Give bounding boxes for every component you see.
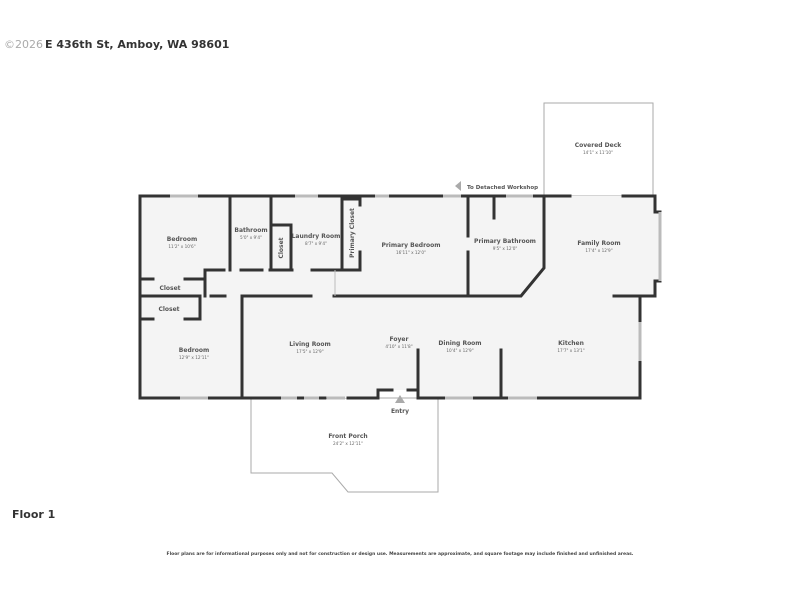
svg-text:5'0" x 9'4": 5'0" x 9'4" [240, 235, 262, 240]
svg-text:Living Room: Living Room [289, 341, 331, 348]
svg-text:17'7" x 13'1": 17'7" x 13'1" [557, 348, 584, 353]
room-kitchen: Kitchen 17'7" x 13'1" [557, 340, 584, 353]
floor-label: Floor 1 [12, 508, 56, 521]
room-bedroom-1: Bedroom 11'2" x 10'6" [167, 236, 197, 249]
room-dining-room: Dining Room 10'4" x 12'9" [438, 340, 481, 353]
svg-text:Bedroom: Bedroom [179, 347, 209, 354]
entry-label: Entry [391, 408, 409, 415]
room-primary-bedroom: Primary Bedroom 16'11" x 12'0" [381, 242, 440, 255]
room-laundry-closet: Closet [278, 237, 285, 258]
svg-text:Kitchen: Kitchen [558, 340, 584, 347]
svg-text:8'7" x 9'4": 8'7" x 9'4" [305, 241, 327, 246]
room-foyer: Foyer 4'10" x 11'8" [385, 336, 412, 349]
room-living-room: Living Room 17'5" x 12'9" [289, 341, 331, 354]
entry-arrow-icon [395, 395, 405, 403]
room-front-porch: Front Porch 24'2" x 12'11" [328, 433, 367, 446]
room-closet-a: Closet [159, 285, 180, 292]
svg-text:Laundry Room: Laundry Room [292, 233, 341, 240]
watermark: ©2026 [4, 38, 43, 51]
svg-text:4'10" x 11'8": 4'10" x 11'8" [385, 344, 412, 349]
room-primary-closet: Primary Closet [349, 208, 356, 258]
exterior-walls [138, 194, 662, 400]
room-bathroom: Bathroom 5'0" x 9'4" [234, 227, 267, 240]
workshop-arrow-icon [455, 181, 461, 191]
svg-text:Family Room: Family Room [577, 240, 620, 247]
svg-text:Bathroom: Bathroom [234, 227, 267, 234]
svg-text:10'4" x 12'9": 10'4" x 12'9" [446, 348, 473, 353]
svg-text:Primary Bedroom: Primary Bedroom [381, 242, 440, 249]
workshop-label: To Detached Workshop [467, 185, 538, 191]
room-laundry: Laundry Room 8'7" x 9'4" [292, 233, 341, 246]
svg-text:12'9" x 12'11": 12'9" x 12'11" [179, 355, 209, 360]
room-primary-bathroom: Primary Bathroom 9'5" x 12'0" [474, 238, 536, 251]
svg-text:Bedroom: Bedroom [167, 236, 197, 243]
svg-text:Primary Bathroom: Primary Bathroom [474, 238, 536, 245]
svg-text:17'5" x 12'9": 17'5" x 12'9" [296, 349, 323, 354]
svg-text:9'5" x 12'0": 9'5" x 12'0" [493, 246, 518, 251]
room-closet-b: Closet [158, 306, 179, 313]
svg-text:14'1" x 11'10": 14'1" x 11'10" [583, 150, 613, 155]
svg-text:Dining Room: Dining Room [438, 340, 481, 347]
svg-text:11'2" x 10'6": 11'2" x 10'6" [168, 244, 195, 249]
interior-walls [138, 194, 642, 400]
svg-text:24'2" x 12'11": 24'2" x 12'11" [333, 441, 363, 446]
svg-text:Covered Deck: Covered Deck [575, 142, 623, 149]
svg-text:Front Porch: Front Porch [328, 433, 367, 440]
room-bedroom-2: Bedroom 12'9" x 12'11" [179, 347, 209, 360]
disclaimer: Floor plans are for informational purpos… [166, 552, 634, 557]
room-covered-deck: Covered Deck 14'1" x 11'10" [575, 142, 623, 155]
room-family-room: Family Room 17'4" x 12'9" [577, 240, 620, 253]
svg-text:16'11" x 12'0": 16'11" x 12'0" [396, 250, 426, 255]
windows [170, 194, 662, 400]
svg-text:Foyer: Foyer [390, 336, 409, 343]
svg-text:17'4" x 12'9": 17'4" x 12'9" [585, 248, 612, 253]
